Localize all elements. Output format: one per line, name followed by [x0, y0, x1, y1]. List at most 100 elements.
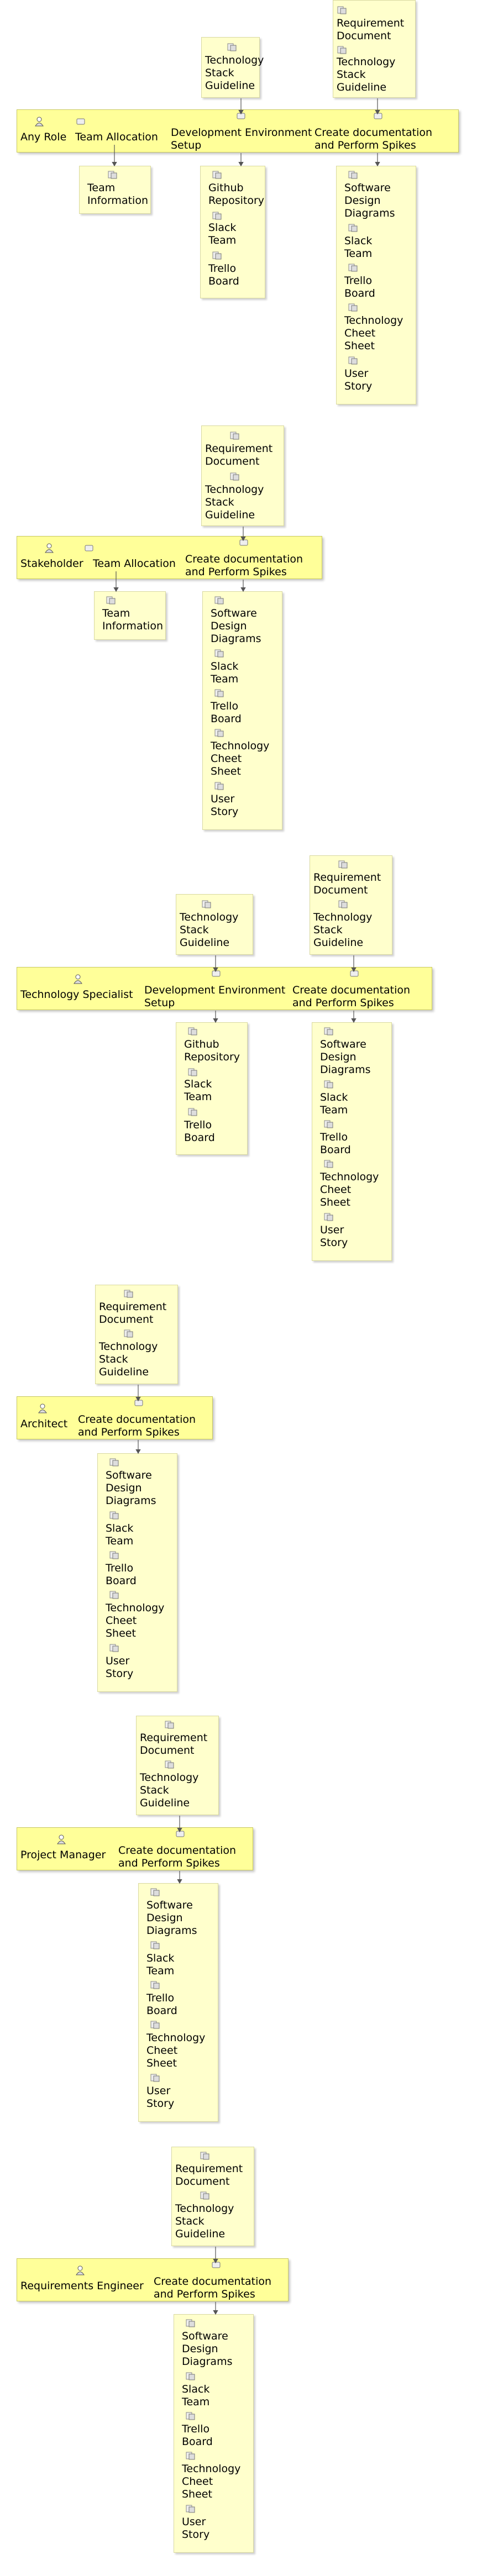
work-product-icon [185, 2371, 196, 2381]
output-box: Github Repository Slack Team Trello Boar… [176, 1022, 248, 1155]
task-label[interactable]: Team Allocation [75, 131, 158, 143]
output-box: Team Information [79, 166, 151, 214]
task-label[interactable]: Create documentation and Perform Spikes [78, 1413, 196, 1438]
input-label: Technology Stack Guideline [175, 2202, 234, 2240]
output-label: User Story [182, 2516, 210, 2541]
input-label: Requirement Document [313, 871, 381, 896]
task-label[interactable]: Create documentation and Perform Spikes [292, 984, 411, 1009]
work-product-icon [214, 728, 225, 738]
output-box: Software Design Diagrams Slack Team Trel… [336, 166, 416, 404]
task-label[interactable]: Team Allocation [93, 558, 176, 570]
task-label[interactable]: Development Environment Setup [171, 127, 312, 151]
role-icon [75, 2265, 86, 2275]
work-product-icon [109, 1457, 120, 1467]
task-icon [75, 117, 86, 127]
task-icon [211, 969, 222, 979]
input-label: Technology Stack Guideline [205, 483, 264, 521]
work-product-icon [106, 595, 117, 605]
task-icon [133, 1398, 144, 1408]
output-label: Slack Team [182, 2383, 210, 2408]
task-label[interactable]: Create documentation and Perform Spikes [154, 2275, 272, 2300]
role-band: Technology Specialist Development Enviro… [17, 967, 432, 1010]
role-icon [37, 1403, 48, 1413]
role-band: Stakeholder Team Allocation Create docum… [17, 536, 322, 579]
work-product-icon [187, 1107, 198, 1117]
role-label: Any Role [20, 131, 67, 143]
task-icon [373, 111, 384, 121]
output-label: Team Information [87, 182, 148, 207]
task-icon [211, 2260, 222, 2270]
output-label: User Story [211, 793, 239, 818]
work-product-icon [229, 471, 240, 481]
input-label: Requirement Document [205, 443, 273, 467]
work-product-icon [200, 2190, 211, 2200]
work-product-icon [150, 1980, 161, 1990]
role-label: Technology Specialist [20, 989, 133, 1001]
role-band: Project Manager Create documentation and… [17, 1827, 253, 1870]
output-label: Technology Cheet Sheet [182, 2463, 241, 2500]
output-box: Software Design Diagrams Slack Team Trel… [138, 1883, 218, 2122]
task-icon [349, 969, 360, 979]
input-box: Requirement Document Technology Stack Gu… [171, 2147, 254, 2246]
work-product-icon [348, 355, 359, 365]
input-label: Technology Stack Guideline [313, 911, 373, 949]
work-product-icon [214, 648, 225, 658]
work-product-icon [185, 2411, 196, 2421]
role-band: Any Role Team Allocation Development Env… [17, 109, 459, 153]
input-label: Technology Stack Guideline [180, 911, 239, 949]
role-label: Architect [20, 1418, 68, 1430]
role-icon [34, 117, 45, 127]
work-product-icon [229, 430, 240, 440]
output-label: Slack Team [211, 660, 239, 685]
task-label[interactable]: Create documentation and Perform Spikes [118, 1844, 237, 1869]
output-label: Technology Cheet Sheet [344, 314, 403, 352]
role-band: Architect Create documentation and Perfo… [17, 1396, 213, 1439]
work-product-icon [348, 223, 359, 233]
output-box: Software Design Diagrams Slack Team Trel… [174, 2314, 254, 2553]
input-label: Requirement Document [140, 1732, 208, 1757]
work-product-icon [187, 1026, 198, 1036]
output-label: Trello Board [208, 262, 239, 287]
output-box: Software Design Diagrams Slack Team Trel… [202, 591, 282, 830]
input-label: Technology Stack Guideline [337, 56, 396, 93]
output-label: Software Design Diagrams [320, 1038, 371, 1076]
work-product-icon [212, 250, 223, 260]
output-label: Slack Team [184, 1078, 212, 1103]
input-box: Requirement Document Technology Stack Gu… [310, 855, 392, 955]
work-product-icon [109, 1510, 120, 1520]
output-label: Software Design Diagrams [146, 1899, 197, 1937]
work-product-icon [123, 1289, 134, 1298]
work-product-icon [150, 1940, 161, 1950]
work-product-icon [185, 2451, 196, 2461]
role-label: Project Manager [20, 1849, 106, 1861]
input-label: Technology Stack Guideline [99, 1340, 158, 1378]
task-label[interactable]: Create documentation and Perform Spikes [314, 127, 433, 151]
input-box: Requirement Document Technology Stack Gu… [333, 0, 416, 98]
work-product-icon [107, 170, 118, 180]
output-label: Software Design Diagrams [344, 182, 395, 219]
output-label: Technology Cheet Sheet [106, 1602, 165, 1639]
output-label: Trello Board [320, 1131, 351, 1156]
input-box: Requirement Document Technology Stack Gu… [136, 1716, 219, 1815]
work-product-icon [150, 1887, 161, 1897]
role-band: Requirements Engineer Create documentati… [17, 2258, 289, 2301]
output-label: User Story [106, 1655, 134, 1680]
output-label: User Story [320, 1224, 348, 1249]
output-label: Software Design Diagrams [211, 607, 261, 645]
work-product-icon [323, 1026, 334, 1036]
task-icon [235, 111, 247, 121]
work-product-icon [337, 5, 348, 15]
work-product-icon [187, 1067, 198, 1077]
output-label: User Story [146, 2085, 175, 2110]
input-box: Technology Stack Guideline [201, 37, 264, 98]
work-product-icon [164, 1759, 175, 1769]
task-label[interactable]: Create documentation and Perform Spikes [185, 553, 303, 578]
input-box: Requirement Document Technology Stack Gu… [201, 425, 284, 526]
output-label: Trello Board [211, 700, 242, 725]
output-label: Trello Board [344, 275, 375, 299]
work-product-icon [323, 1159, 334, 1169]
input-label: Requirement Document [337, 17, 405, 42]
task-icon [238, 538, 249, 548]
task-label[interactable]: Development Environment Setup [144, 984, 286, 1009]
work-product-icon [348, 302, 359, 312]
